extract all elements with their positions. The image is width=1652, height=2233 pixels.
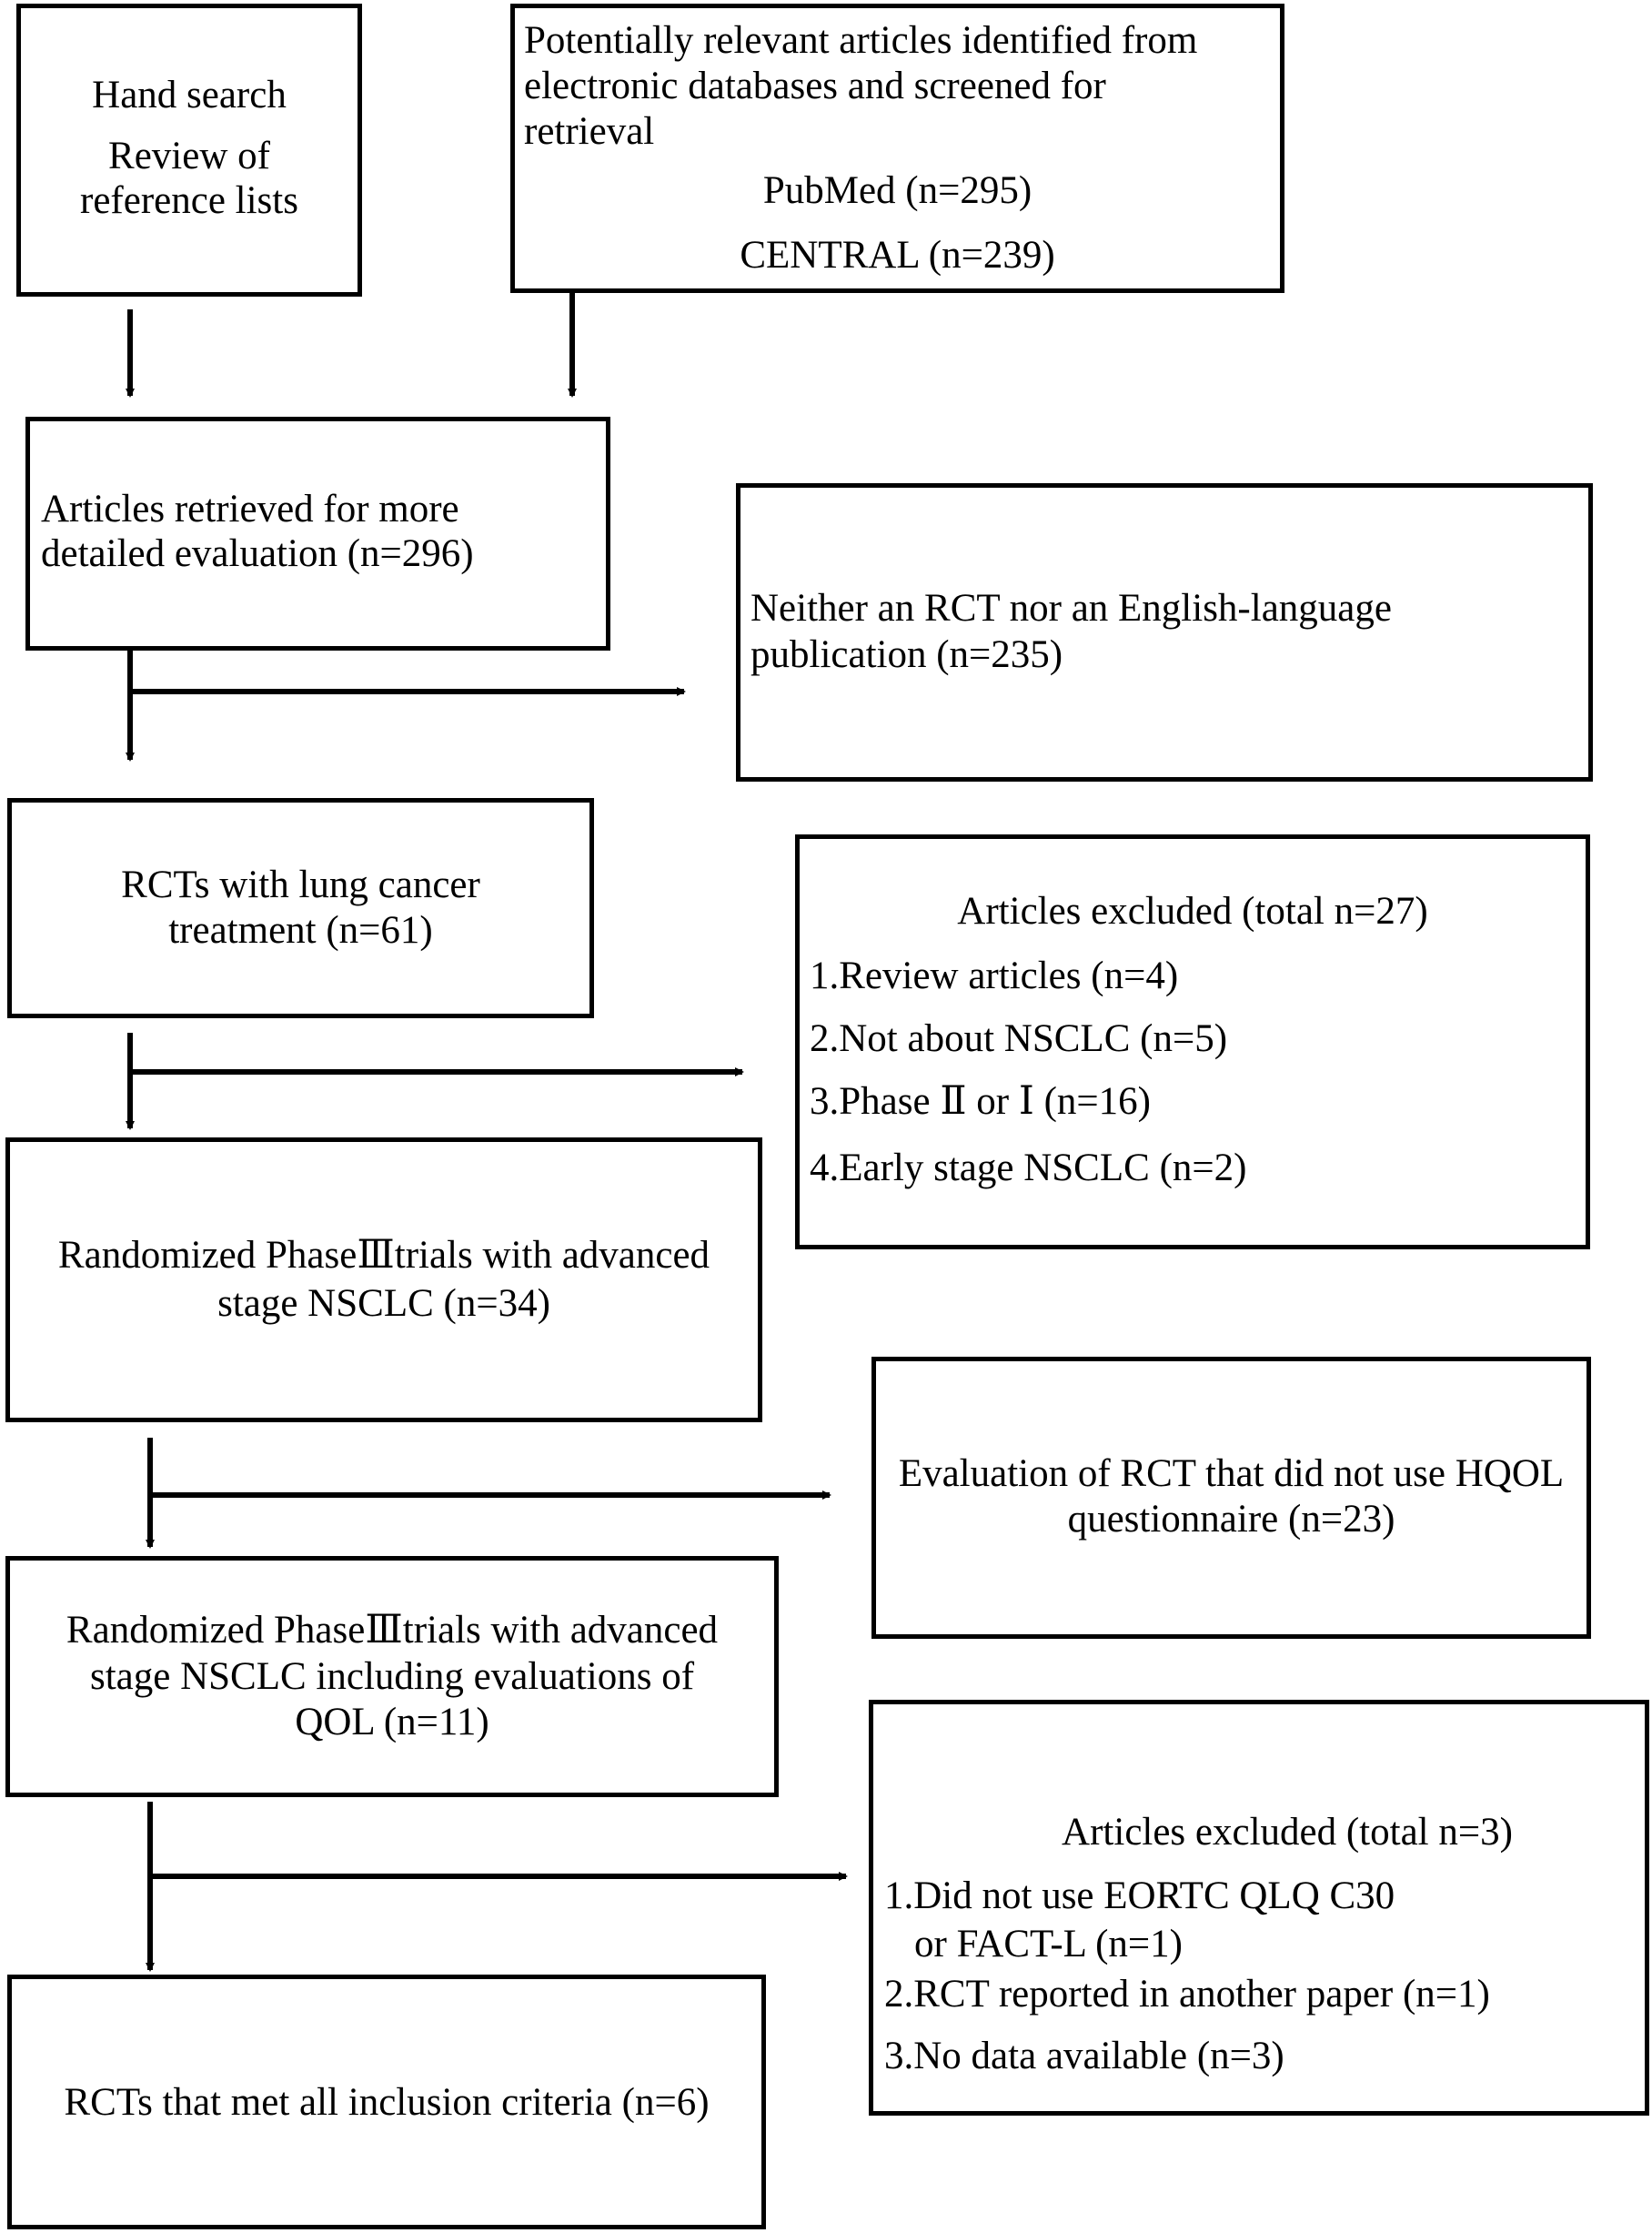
rcts-lung-box [7, 798, 594, 1018]
excluded-3-item-2: 2.RCT reported in another paper (n=1) [884, 1973, 1490, 2016]
hand-search-line1: Hand search [92, 74, 287, 116]
databases-line1: Potentially relevant articles identified… [524, 19, 1198, 62]
retrieved-line2: detailed evaluation (n=296) [41, 532, 474, 575]
phase3-line1: Randomized PhaseⅢtrials with advanced [57, 1234, 710, 1277]
phase3-qol-line3: QOL (n=11) [295, 1701, 489, 1743]
neither-line1: Neither an RCT nor an English-language [750, 587, 1392, 630]
neither-line2: publication (n=235) [750, 633, 1063, 676]
excluded-27-box [795, 834, 1590, 1249]
phase3-box [5, 1137, 762, 1422]
databases-pubmed: PubMed (n=295) [762, 169, 1032, 212]
hand-search-line2: Review of [108, 135, 270, 177]
retrieved-box [25, 417, 610, 651]
no-hqol-line1: Evaluation of RCT that did not use HQOL [898, 1452, 1565, 1495]
retrieved-line1: Articles retrieved for more [41, 488, 459, 530]
no-hqol-box [871, 1357, 1591, 1639]
excluded-27-item-2: 2.Not about NSCLC (n=5) [810, 1017, 1228, 1060]
phase3-qol-line1: Randomized PhaseⅢtrials with advanced [65, 1609, 719, 1652]
databases-box [510, 4, 1284, 293]
excluded-3-box [869, 1700, 1649, 2116]
final-box [7, 1975, 766, 2229]
excluded-3-title: Articles excluded (total n=3) [1062, 1811, 1513, 1854]
excluded-3-item-3: 3.No data available (n=3) [884, 2035, 1284, 2077]
neither-box [736, 483, 1593, 782]
excluded-3-item-1b: or FACT-L (n=1) [914, 1923, 1183, 1965]
hand-search-box [16, 4, 362, 297]
excluded-27-item-1: 1.Review articles (n=4) [810, 955, 1179, 997]
databases-line3: retrieval [524, 110, 655, 153]
rcts-lung-line1: RCTs with lung cancer [121, 864, 480, 906]
phase3-qol-line2: stage NSCLC including evaluations of [89, 1655, 695, 1698]
rcts-lung-line2: treatment (n=61) [168, 909, 433, 952]
excluded-3-item-1: 1.Did not use EORTC QLQ C30 [884, 1874, 1395, 1917]
databases-line2: electronic databases and screened for [524, 65, 1106, 107]
final-line1: RCTs that met all inclusion criteria (n=… [64, 2081, 710, 2124]
phase3-line2: stage NSCLC (n=34) [217, 1282, 550, 1325]
phase3-qol-box [5, 1556, 779, 1797]
hand-search-line3: reference lists [80, 179, 298, 222]
excluded-27-item-3: 3.Phase Ⅱ or Ⅰ (n=16) [810, 1080, 1151, 1123]
no-hqol-line2: questionnaire (n=23) [1067, 1498, 1395, 1541]
excluded-27-title: Articles excluded (total n=27) [957, 890, 1428, 933]
excluded-27-item-4: 4.Early stage NSCLC (n=2) [810, 1147, 1247, 1189]
databases-central: CENTRAL (n=239) [740, 234, 1055, 277]
